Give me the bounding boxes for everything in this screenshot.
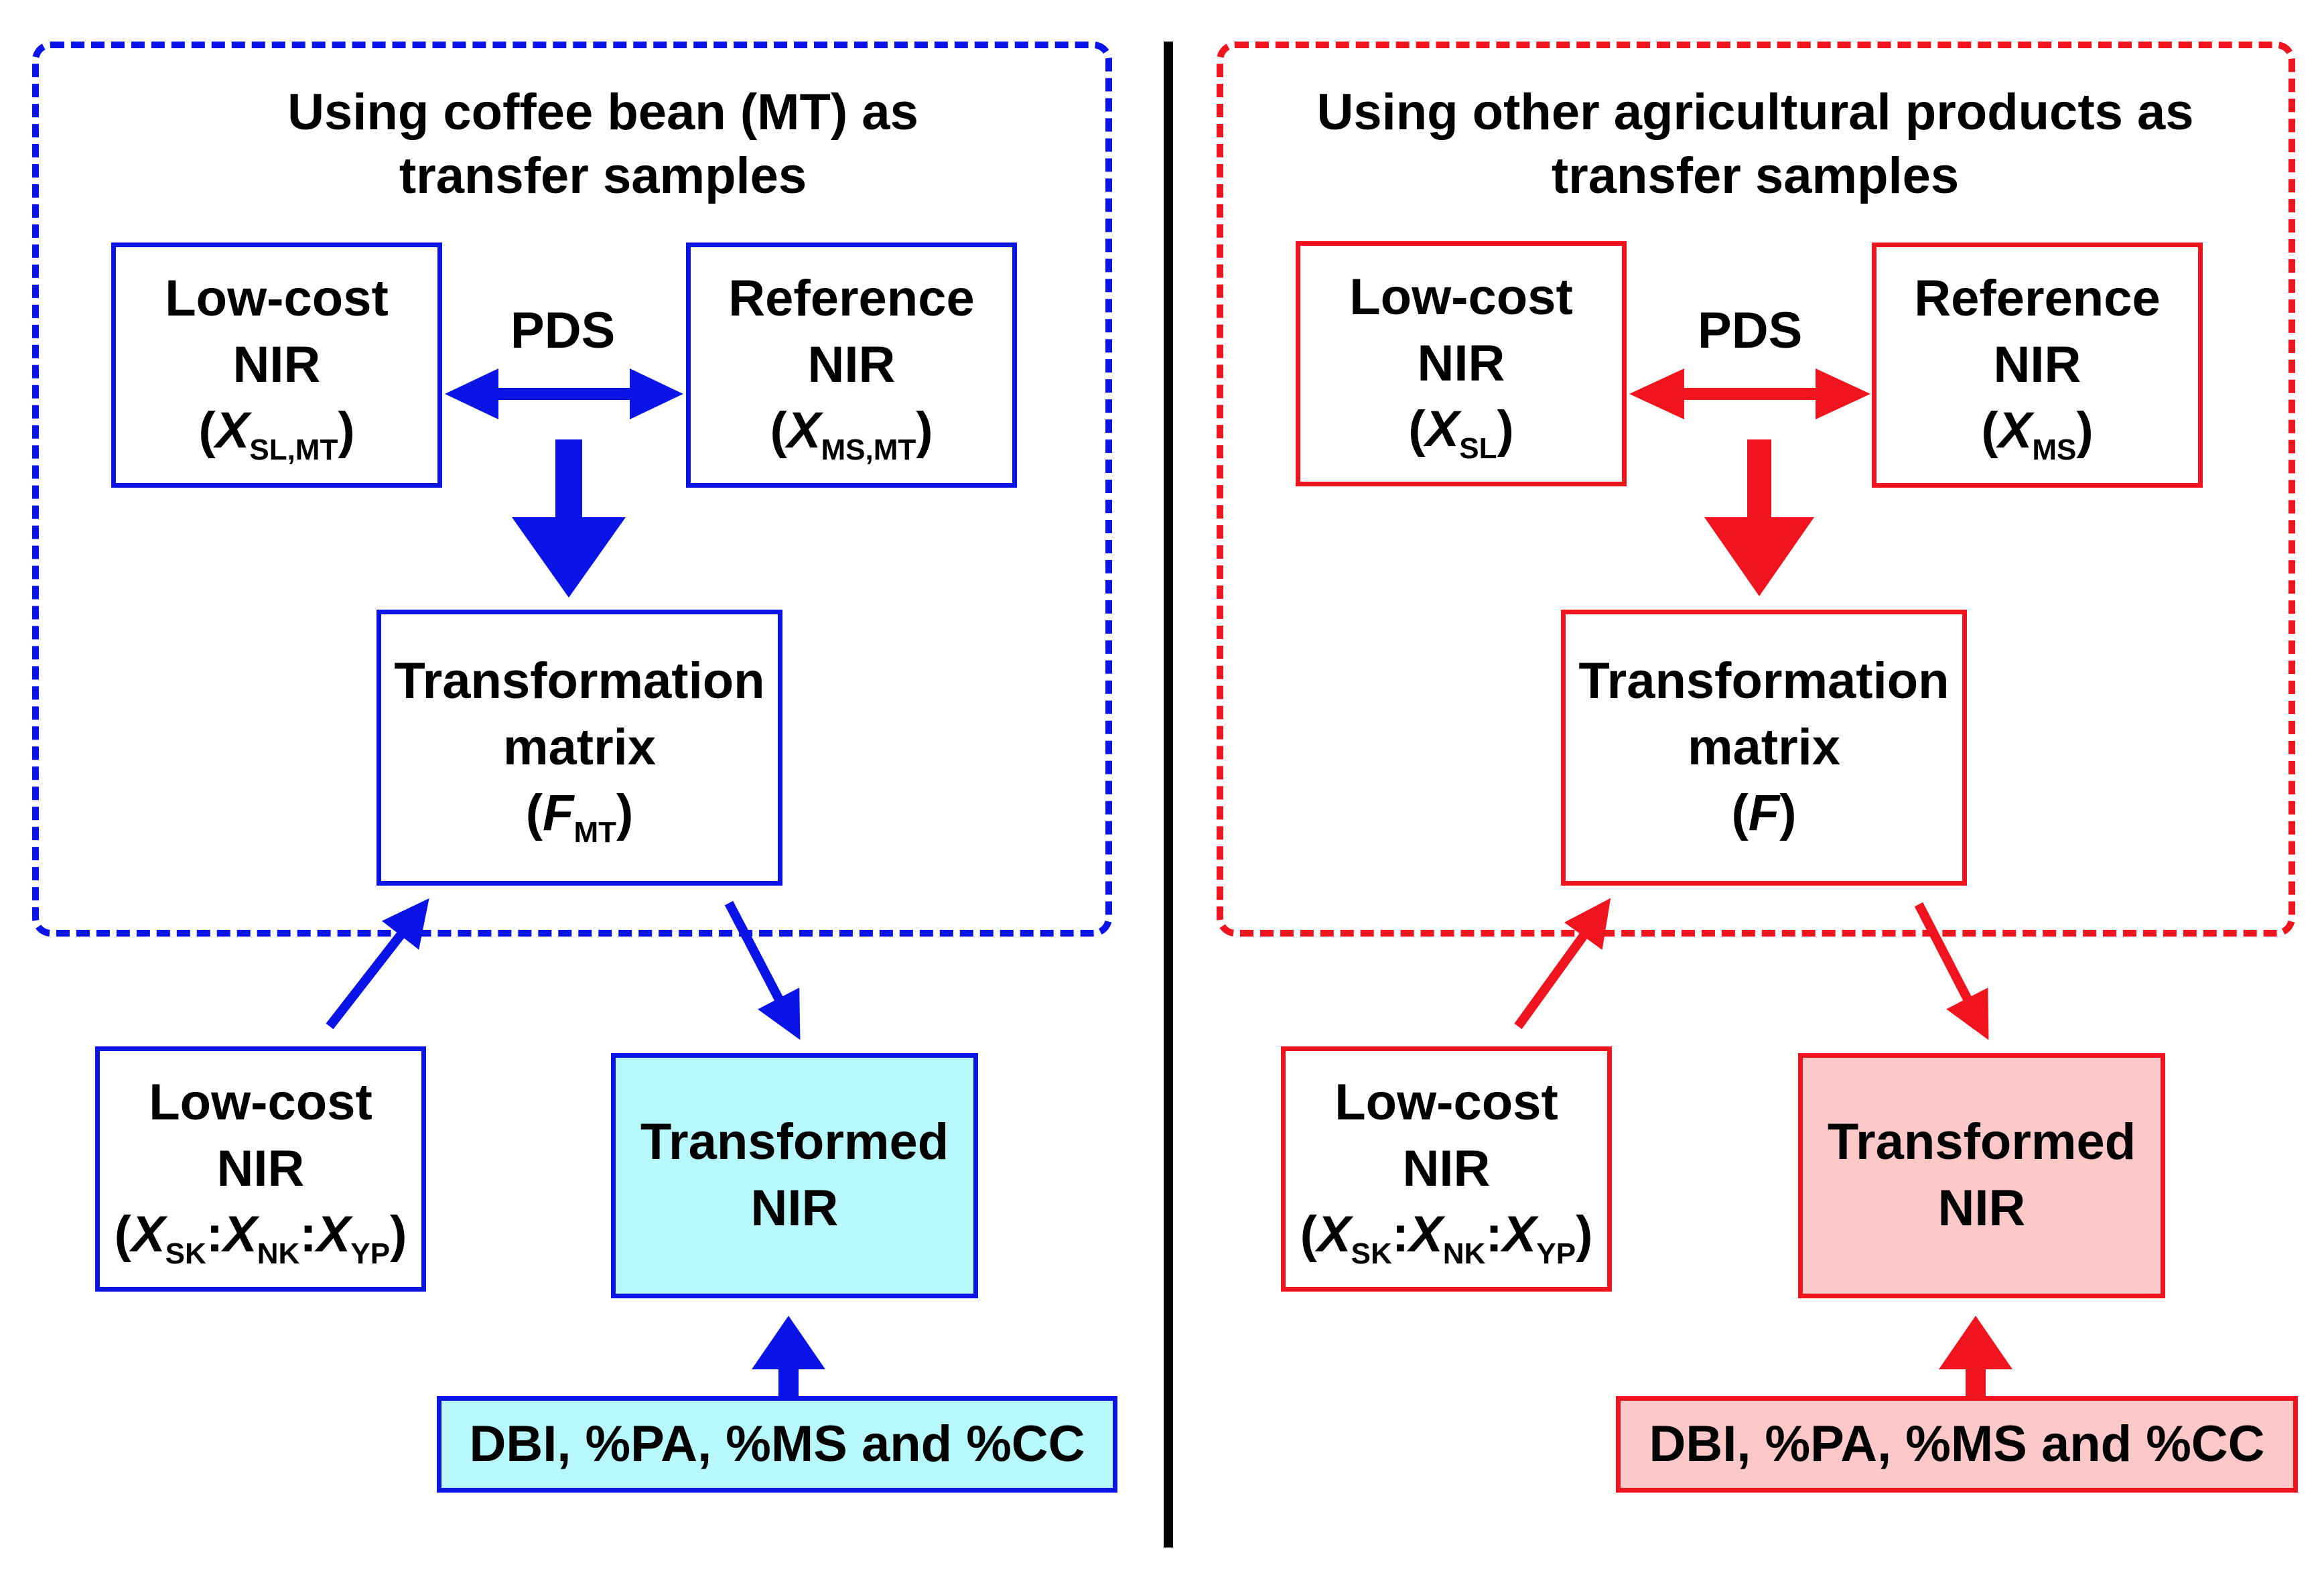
left-transformation-matrix-box: Transformation matrix (FMT) <box>377 610 782 886</box>
left-input-arrow <box>326 898 429 1030</box>
left-parameters-box: DBI, %PA, %MS and %CC <box>437 1396 1117 1493</box>
right-parameters-box: DBI, %PA, %MS and %CC <box>1616 1396 2298 1493</box>
panel-divider <box>1164 42 1173 1548</box>
right-pds-double-arrow <box>1629 368 1870 419</box>
left-down-arrow <box>512 439 626 598</box>
right-pds-label: PDS <box>1698 302 1803 359</box>
right-output-arrow <box>1914 902 1989 1040</box>
right-down-arrow <box>1704 439 1814 596</box>
left-pds-double-arrow <box>445 368 683 419</box>
left-panel-title: Using coffee bean (MT) as transfer sampl… <box>287 84 918 204</box>
left-lowcost-nir-box: Low-cost NIR (XSL,MT) <box>111 243 442 488</box>
right-panel-frame <box>1217 42 2295 937</box>
right-up-arrow <box>1939 1316 2012 1396</box>
left-lowcost-nir-samples-box: Low-cost NIR (XSK:XNK:XYP) <box>95 1046 426 1292</box>
right-reference-nir-box: Reference NIR (XMS) <box>1872 243 2203 488</box>
right-lowcost-nir-samples-box: Low-cost NIR (XSK:XNK:XYP) <box>1281 1046 1612 1292</box>
right-transformed-nir-box: Transformed NIR <box>1798 1053 2165 1298</box>
right-transformation-matrix-box: Transformation matrix (F) <box>1561 610 1967 886</box>
left-up-arrow <box>752 1316 825 1396</box>
right-lowcost-nir-box: Low-cost NIR (XSL) <box>1296 241 1627 486</box>
left-output-arrow <box>724 900 801 1040</box>
left-pds-label: PDS <box>510 302 616 359</box>
left-panel-frame <box>32 42 1112 937</box>
left-transformed-nir-box: Transformed NIR <box>611 1053 978 1298</box>
right-input-arrow <box>1514 898 1611 1030</box>
left-reference-nir-box: Reference NIR (XMS,MT) <box>686 243 1017 488</box>
right-panel-title: Using other agricultural products as tra… <box>1316 84 2194 204</box>
